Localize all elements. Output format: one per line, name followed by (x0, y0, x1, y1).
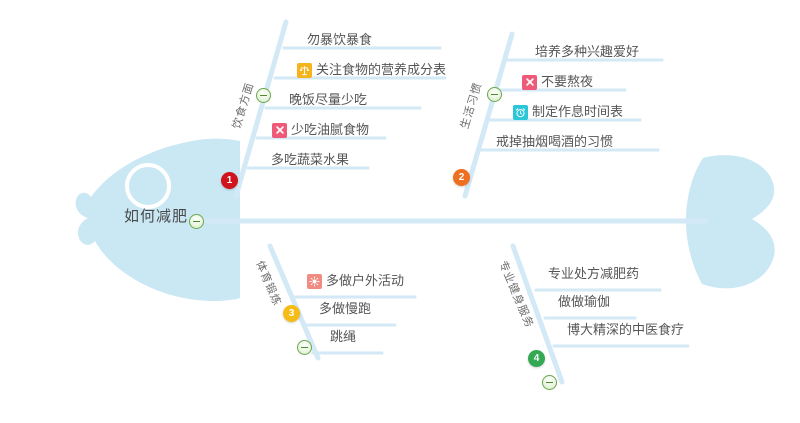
branch-4-bones (510, 243, 690, 385)
branch-1-collapse-toggle[interactable] (256, 88, 271, 103)
topic-label: 专业处方减肥药 (548, 266, 640, 281)
branch-3-bones (267, 243, 417, 361)
sun-icon (307, 273, 322, 289)
x-mark-icon (272, 122, 287, 138)
topic-4-2[interactable]: 做做瑜伽 (557, 294, 611, 310)
topic-label: 做做瑜伽 (558, 294, 611, 309)
topic-2-3[interactable]: 制定作息时间表 (513, 104, 624, 120)
topic-2-1[interactable]: 培养多种兴趣爱好 (534, 44, 640, 60)
topic-3-2[interactable]: 多做慢跑 (318, 301, 372, 317)
branch-4-label[interactable]: 专业健身服务 (496, 259, 536, 331)
topic-label: 戒掉抽烟喝酒的习惯 (496, 134, 614, 149)
fish-head (75, 138, 241, 301)
clock-icon (513, 104, 528, 120)
branch-3-number-badge[interactable]: 3 (283, 305, 300, 322)
topic-label: 晚饭尽量少吃 (289, 92, 368, 107)
branch-2-label[interactable]: 生活习惯 (458, 80, 485, 131)
topic-label: 少吃油腻食物 (291, 122, 370, 137)
topic-label: 关注食物的营养成分表 (316, 62, 447, 77)
topic-1-1[interactable]: 勿暴饮暴食 (306, 32, 373, 48)
branch-2-collapse-toggle[interactable] (487, 87, 502, 102)
x-mark-icon (522, 74, 537, 90)
branch-3-collapse-toggle[interactable] (297, 340, 312, 355)
topic-label: 制定作息时间表 (532, 104, 624, 119)
topic-label: 多做户外活动 (326, 273, 405, 288)
topic-label: 培养多种兴趣爱好 (535, 44, 640, 59)
topic-label: 博大精深的中医食疗 (567, 322, 685, 337)
fish-eye-icon (125, 163, 171, 209)
topic-label: 多吃蔬菜水果 (271, 152, 350, 167)
topic-1-4[interactable]: 少吃油腻食物 (272, 122, 370, 138)
topic-1-5[interactable]: 多吃蔬菜水果 (270, 152, 350, 168)
topic-2-2[interactable]: 不要熬夜 (522, 74, 594, 90)
scales-icon (297, 62, 312, 78)
topic-3-3[interactable]: 跳绳 (329, 329, 357, 345)
topic-1-3[interactable]: 晚饭尽量少吃 (288, 92, 368, 108)
branch-3-label[interactable]: 体育锻炼 (253, 259, 283, 309)
fish-tail (686, 155, 775, 289)
branch-1-bones (233, 19, 447, 199)
topic-2-4[interactable]: 戒掉抽烟喝酒的习惯 (495, 134, 614, 150)
branch-2-bones (462, 31, 664, 199)
topic-4-1[interactable]: 专业处方减肥药 (547, 266, 640, 282)
center-topic[interactable]: 如何减肥 (123, 208, 188, 225)
topic-label: 跳绳 (330, 329, 357, 344)
topic-1-2[interactable]: 关注食物的营养成分表 (297, 62, 447, 78)
branch-4-number-badge[interactable]: 4 (528, 350, 545, 367)
topic-4-3[interactable]: 博大精深的中医食疗 (566, 322, 685, 338)
branch-2-number-badge[interactable]: 2 (453, 169, 470, 186)
branch-1-label[interactable]: 饮食方面 (230, 80, 257, 131)
branch-4-collapse-toggle[interactable] (542, 375, 557, 390)
collapse-toggle-center[interactable] (189, 214, 204, 229)
topic-label: 不要熬夜 (541, 74, 594, 89)
topic-label: 多做慢跑 (319, 301, 372, 316)
branch-1-number-badge[interactable]: 1 (221, 172, 238, 189)
topic-3-1[interactable]: 多做户外活动 (307, 273, 405, 289)
topic-label: 勿暴饮暴食 (307, 32, 373, 47)
